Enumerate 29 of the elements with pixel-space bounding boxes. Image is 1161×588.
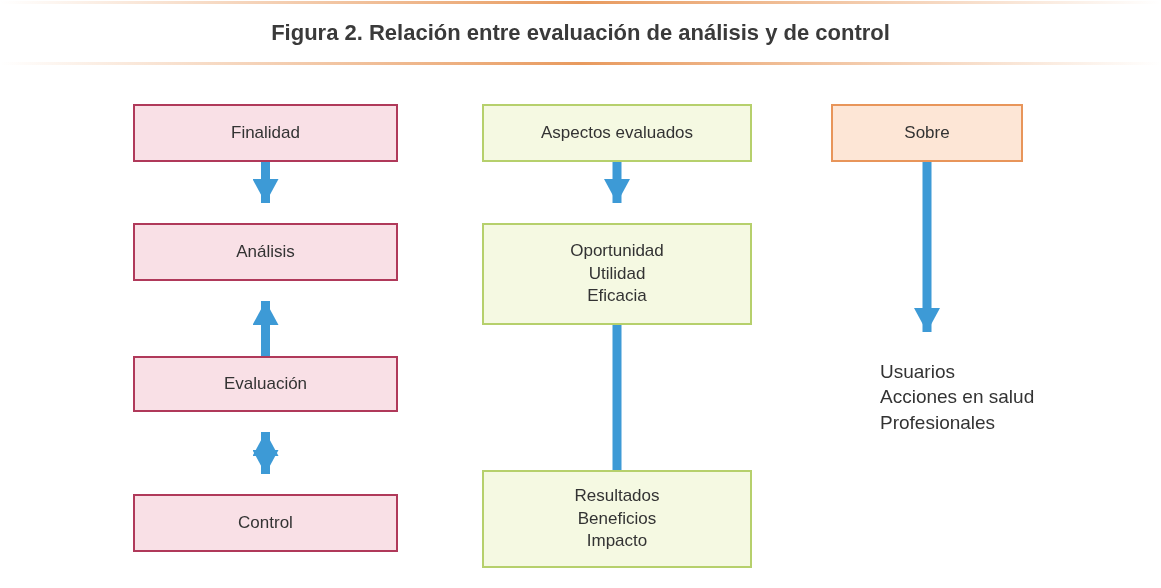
process-box bbox=[482, 470, 752, 568]
box-text: Utilidad bbox=[588, 262, 646, 285]
process-box bbox=[482, 104, 752, 162]
process-box bbox=[133, 223, 398, 281]
box-text: Evaluación bbox=[223, 372, 308, 395]
arrow bbox=[604, 162, 630, 203]
box-text: Resultados bbox=[574, 484, 660, 507]
figure-title: Figura 2. Relación entre evaluación de análisis y de control bbox=[270, 20, 891, 46]
box-text: Acciones en salud bbox=[880, 385, 1035, 410]
box-text: Beneficios bbox=[577, 507, 657, 530]
box-text: Análisis bbox=[236, 240, 295, 263]
process-box bbox=[482, 223, 752, 325]
box-text: Sobre bbox=[904, 121, 950, 144]
arrow bbox=[252, 162, 279, 203]
box-text: Profesionales bbox=[880, 410, 996, 435]
box-text: Usuarios bbox=[880, 359, 955, 384]
arrow bbox=[252, 432, 279, 474]
box-text: Finalidad bbox=[231, 121, 300, 144]
process-box bbox=[133, 104, 398, 162]
process-box bbox=[133, 494, 398, 552]
process-box bbox=[831, 104, 1023, 162]
box-text: Oportunidad bbox=[570, 239, 664, 262]
arrow bbox=[914, 162, 940, 332]
box-text: Impacto bbox=[586, 530, 648, 553]
arrow bbox=[252, 301, 279, 356]
box-text: Control bbox=[238, 511, 293, 534]
process-box bbox=[133, 356, 398, 412]
box-text: Eficacia bbox=[587, 285, 647, 308]
box-text: Aspectos evaluados bbox=[540, 121, 694, 144]
